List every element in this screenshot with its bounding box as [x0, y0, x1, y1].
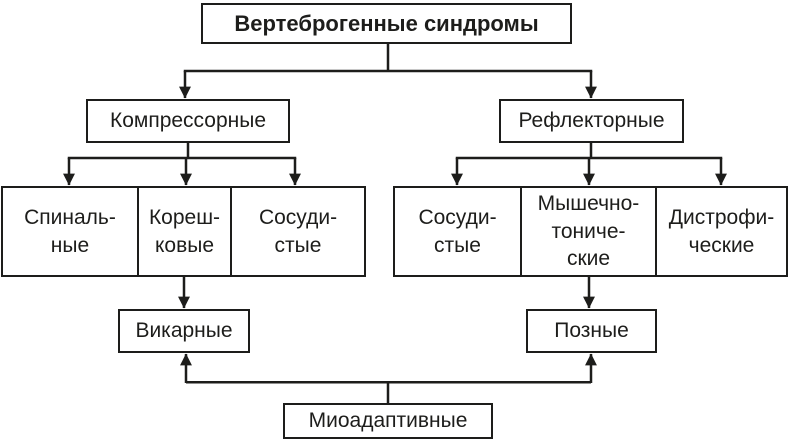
connector-root-to-branches — [179, 43, 597, 99]
connector-compressive-to-children — [63, 142, 301, 186]
connector-myoadaptive-up — [180, 353, 597, 404]
node-reflex: Рефлекторные — [499, 99, 684, 143]
node-radicular: Кореш- ковые — [137, 188, 230, 275]
node-postural: Позные — [526, 309, 657, 353]
node-vicarious: Викарные — [118, 309, 250, 353]
node-muscular-tonic: Мышечно- тониче- ские — [520, 188, 655, 275]
connector-reflex-to-children — [451, 142, 727, 186]
compressive-children-row: Спиналь- ные Кореш- ковые Сосуди- стые — [1, 186, 366, 277]
reflex-children-row: Сосуди- стые Мышечно- тониче- ские Дистр… — [393, 186, 788, 277]
node-vertebrogenic-syndromes: Вертеброгенные синдромы — [201, 3, 572, 44]
node-compressive: Компрессорные — [86, 99, 290, 143]
node-vascular-left: Сосуди- стые — [230, 188, 364, 275]
node-spinal: Спиналь- ные — [24, 205, 116, 257]
node-dystrophic: Дистрофи- ческие — [655, 188, 786, 275]
node-myoadaptive: Миоадаптивные — [283, 403, 493, 439]
node-vascular-right: Сосуди- стые — [418, 205, 497, 257]
